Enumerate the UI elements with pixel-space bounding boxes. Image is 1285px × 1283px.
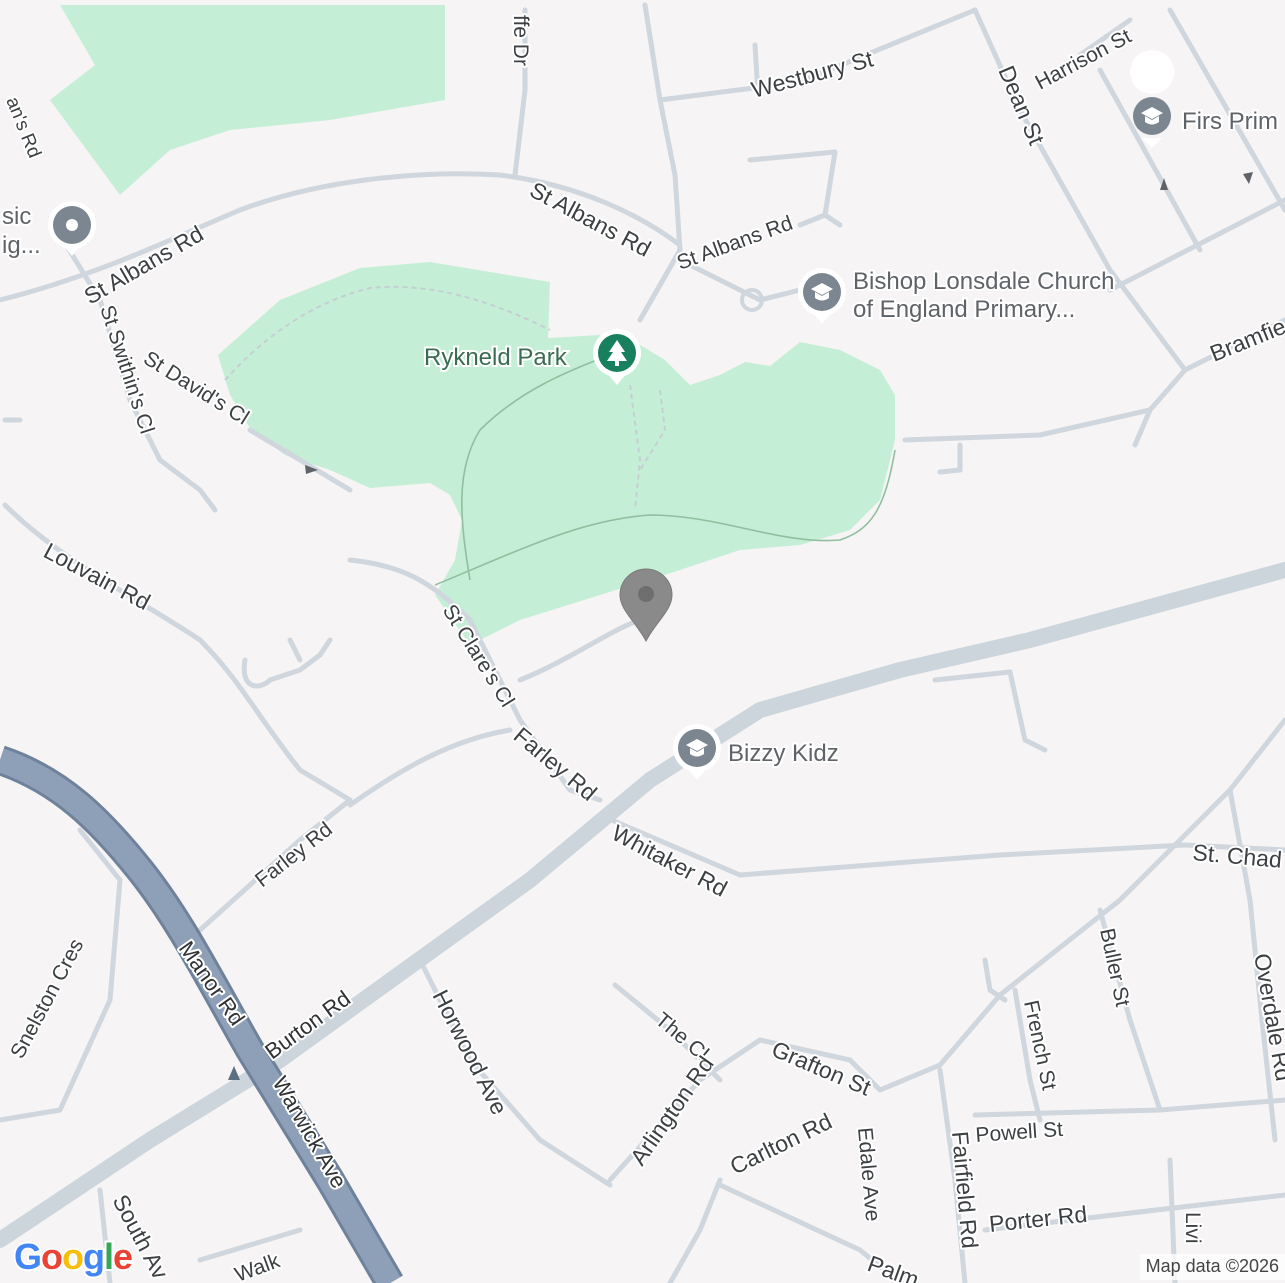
park-area-north (50, 5, 445, 195)
poi-bishop-label-line2: of England Primary... (853, 296, 1075, 323)
rykneld-park-area (218, 262, 895, 645)
poi-music[interactable]: sic ig... (0, 201, 96, 261)
school-icon (686, 739, 708, 757)
oneway-arrow-1 (1160, 178, 1168, 190)
poi-bishop-lonsdale[interactable]: Bishop Lonsdale Church of England Primar… (798, 266, 1117, 325)
poi-bishop-label-line1: Bishop Lonsdale Church (853, 268, 1115, 295)
tree-icon (607, 340, 627, 366)
park-footpath-1 (224, 285, 551, 381)
park-footpath-2 (629, 384, 642, 511)
label-ffe-dr: ffe Dr (509, 15, 532, 66)
burton-road (272, 562, 1285, 1068)
park-footpath-3 (639, 389, 667, 471)
manor-road-arrow (228, 1066, 240, 1080)
map-pin-icon (619, 568, 673, 643)
label-livi: Livi (1181, 1212, 1204, 1244)
dropped-pin[interactable] (619, 568, 673, 643)
manor-road (0, 748, 401, 1283)
poi-rykneld-park-label: Rykneld Park (424, 344, 568, 371)
location-dot-icon (66, 219, 78, 231)
school-icon (1141, 107, 1163, 125)
burton-road-southwest (0, 1052, 288, 1248)
park-path-1 (461, 354, 611, 581)
poi-firs-primary-label: Firs Prim (1182, 108, 1278, 135)
oneway-arrow-2 (1243, 172, 1253, 184)
roundabout (740, 288, 764, 312)
poi-bizzy-kidz[interactable]: Bizzy Kidz (673, 724, 841, 780)
poi-bizzy-kidz-label: Bizzy Kidz (728, 740, 839, 767)
oneway-arrow-3 (305, 465, 318, 474)
poi-firs-primary[interactable]: Firs Prim (1130, 50, 1280, 148)
map-attribution[interactable]: Map data ©2026 (1139, 1254, 1285, 1280)
poi-music-label-line1: sic (2, 203, 31, 230)
poi-rykneld-park[interactable]: Rykneld Park (422, 329, 641, 385)
park-path-2 (434, 449, 896, 586)
school-icon (811, 283, 833, 301)
poi-music-label-line2: ig... (2, 232, 41, 259)
google-logo: Google (12, 1234, 135, 1279)
